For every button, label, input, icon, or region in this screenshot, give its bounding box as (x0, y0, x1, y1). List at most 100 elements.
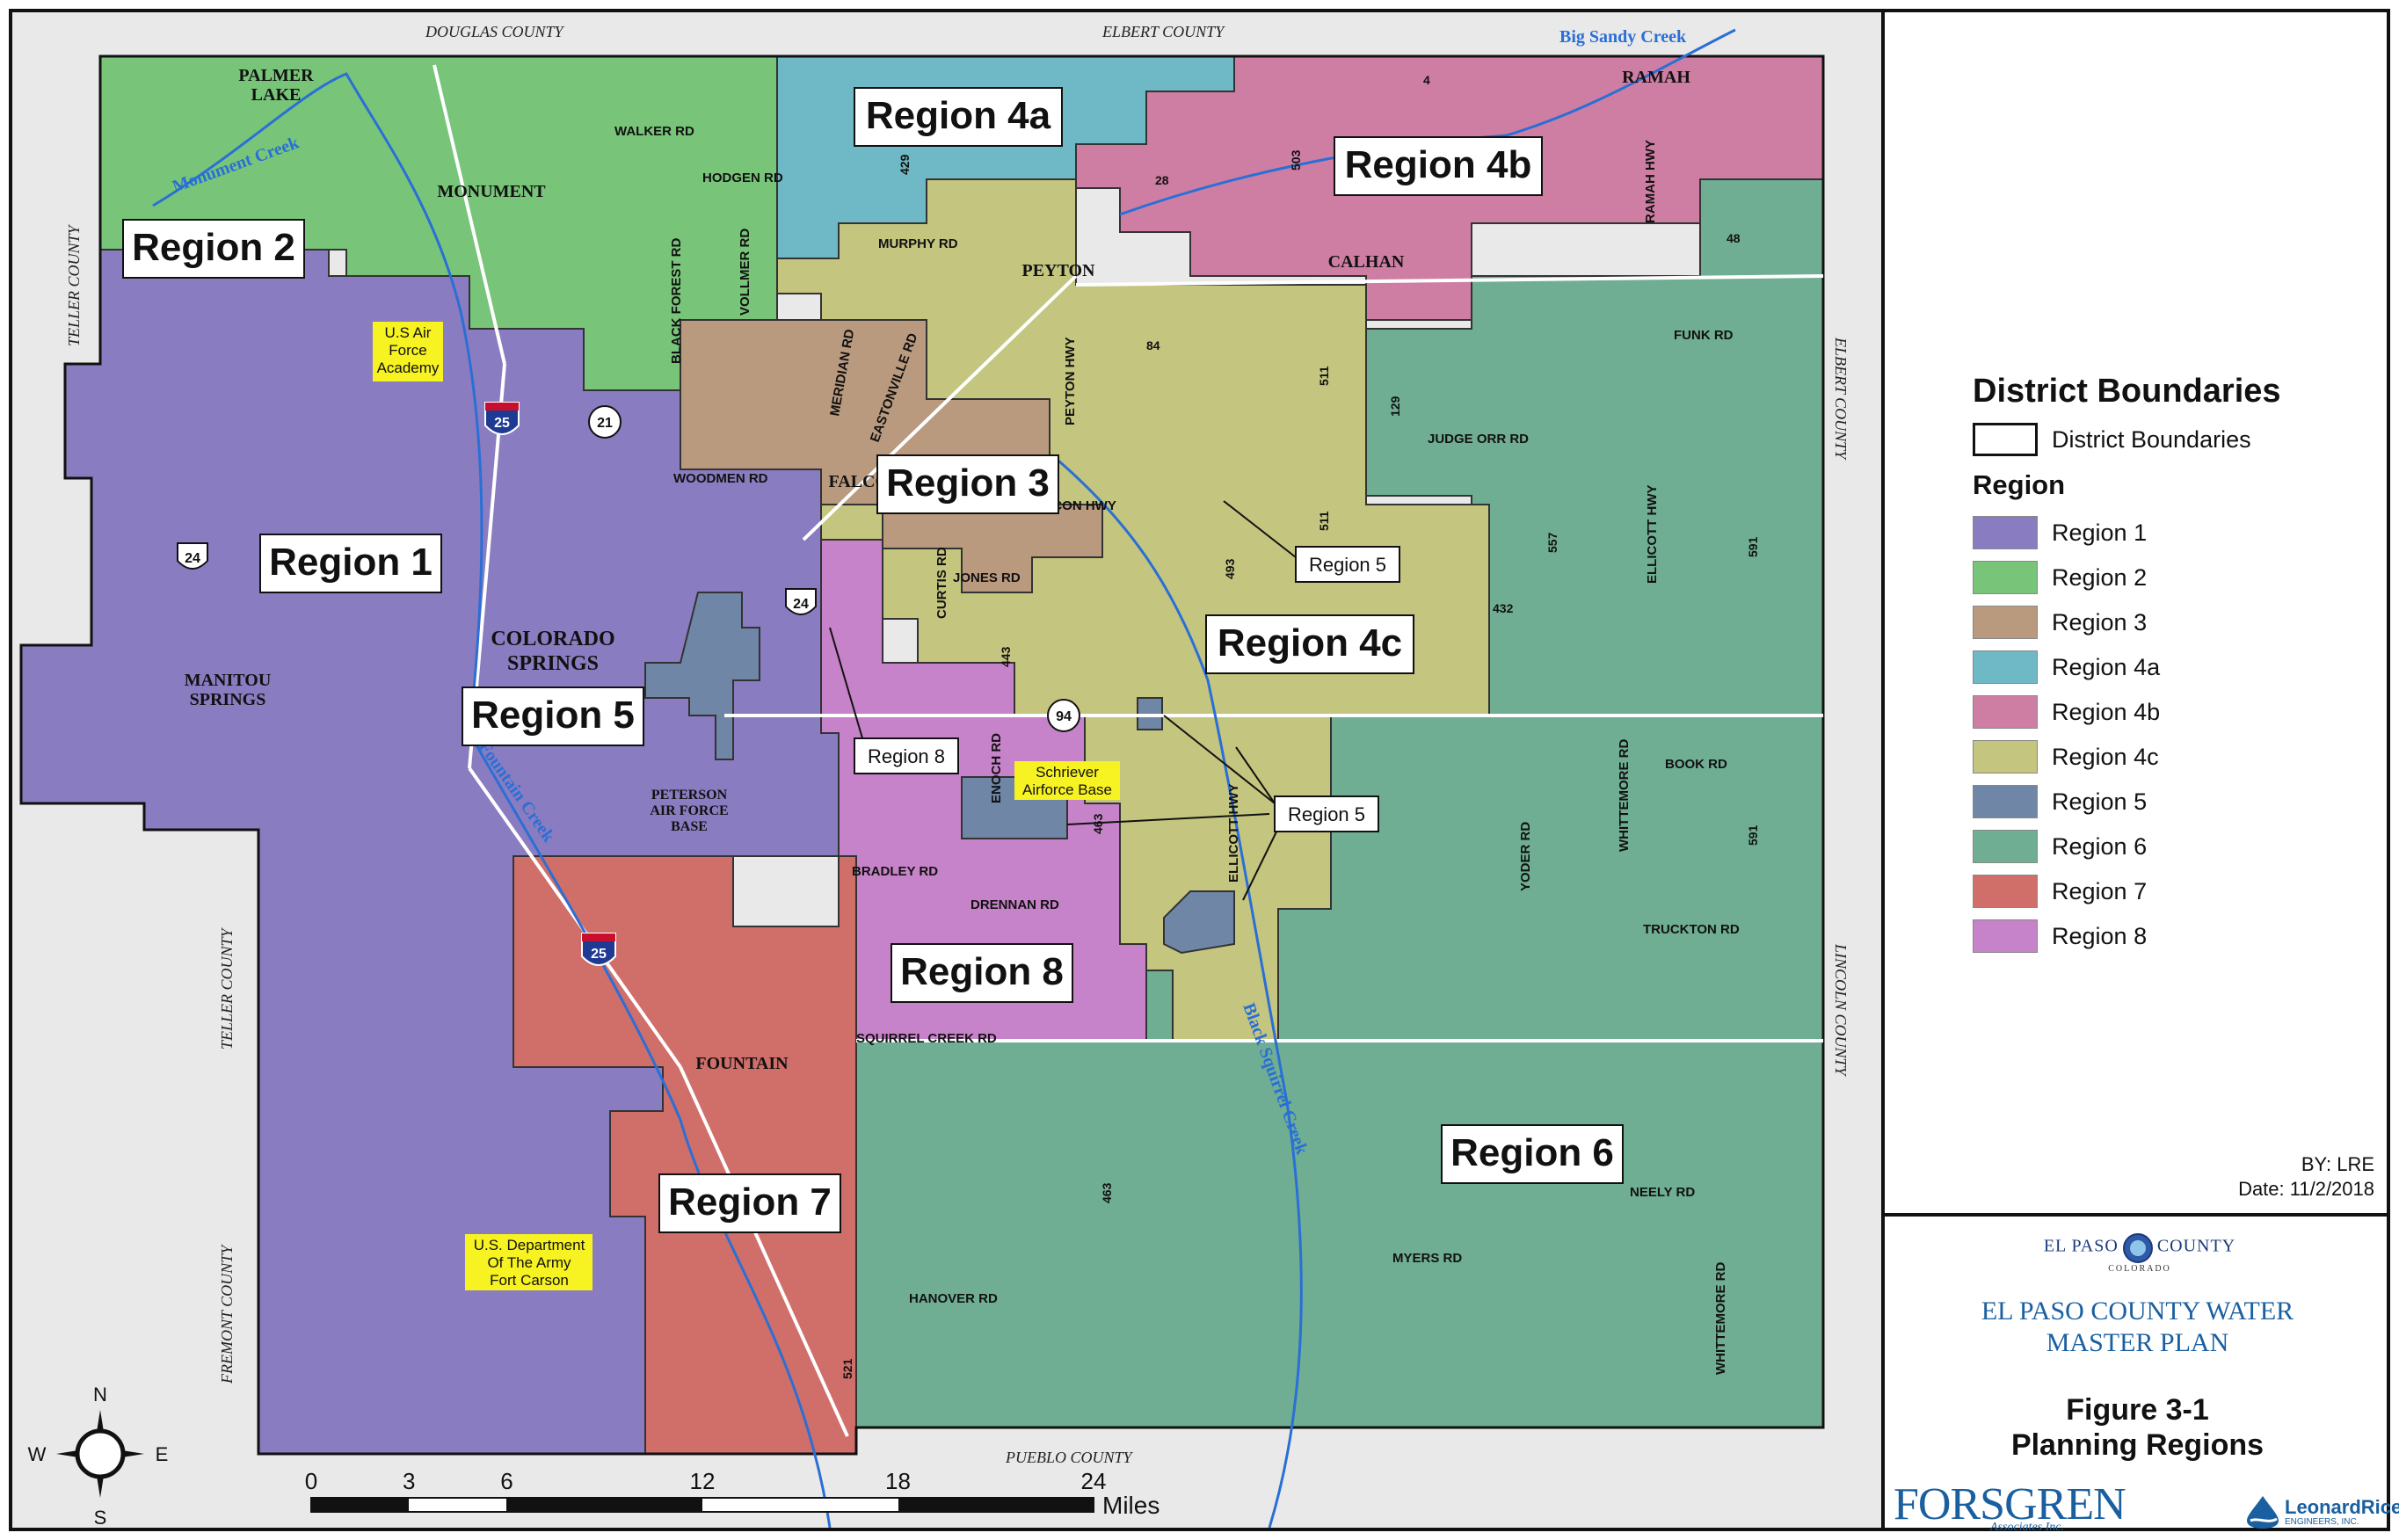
place-fountain: FOUNTAIN (695, 1054, 789, 1073)
county-label-pueblo: PUEBLO COUNTY (1005, 1449, 1134, 1466)
place-monument: MONUMENT (437, 182, 546, 201)
region-5-patch-ellicott (1163, 890, 1235, 955)
compass-rose: N S E W (28, 1384, 169, 1528)
road-whittemore-n: WHITTEMORE RD (1617, 739, 1632, 852)
forsgren-subtitle: Associates Inc. (1990, 1521, 2064, 1534)
map-area[interactable]: DOUGLAS COUNTY ELBERT COUNTY PUEBLO COUN… (12, 12, 1881, 1528)
shield-us24-east: 24 (785, 588, 817, 615)
county-seal-icon (2122, 1233, 2153, 1263)
compass-w: W (28, 1443, 47, 1465)
usafa-label-bg (373, 322, 443, 381)
svg-text:Region 5: Region 5 (1309, 554, 1386, 576)
legend-swatch (1973, 875, 2038, 908)
legend-row-district-boundaries: District Boundaries (1973, 422, 2251, 457)
county-label-fremont: FREMONT COUNTY (218, 1244, 236, 1384)
legend-swatch (1973, 561, 2038, 594)
svg-text:Region 8: Region 8 (900, 950, 1064, 993)
scale-tick-18: 18 (885, 1468, 911, 1494)
route-557: 557 (1545, 532, 1559, 553)
svg-text:25: 25 (591, 947, 607, 962)
callout-region-8-small: Region 8 (854, 737, 959, 774)
road-yoder: YODER RD (1518, 822, 1533, 891)
svg-text:Region 3: Region 3 (886, 461, 1050, 505)
compass-n: N (93, 1384, 107, 1406)
road-myers: MYERS RD (1392, 1251, 1462, 1266)
road-ellicott-hwy-s: ELLICOTT HWY (1226, 784, 1241, 883)
legend-swatch (1973, 785, 2038, 818)
road-ramah-hwy: RAMAH HWY (1643, 140, 1658, 223)
road-book: BOOK RD (1665, 757, 1727, 772)
road-hanover: HANOVER RD (909, 1291, 998, 1306)
county-label-teller-bottom: TELLER COUNTY (218, 926, 236, 1050)
schriever-label-bg (1014, 761, 1120, 800)
black-squirrel-creek-line (1058, 459, 1303, 1528)
legend-row-region-4c: Region 4c (1973, 739, 2159, 774)
scale-tick-3: 3 (403, 1468, 415, 1494)
legend-region-heading: Region (1973, 469, 2066, 500)
svg-text:94: 94 (1056, 709, 1072, 724)
scale-tick-0: 0 (305, 1468, 317, 1494)
leonard-rice-logo: LeonardRice (2285, 1496, 2399, 1518)
legend-row-region-7: Region 7 (1973, 874, 2147, 909)
region-5-patch-springs (644, 592, 760, 760)
compass-s: S (94, 1507, 107, 1528)
shield-i25-south: 25 (581, 933, 616, 966)
figure-title: Figure 3-1 Planning Regions (1885, 1392, 2390, 1463)
shield-i25-north: 25 (484, 402, 520, 435)
label-region-5-main: Region 5 (462, 686, 644, 746)
legend-label: Region 3 (2052, 608, 2148, 636)
leonard-rice-drop-icon (2247, 1496, 2279, 1529)
legend-panel: District Boundaries District Boundaries … (1881, 12, 2387, 1213)
road-curtis: CURTIS RD (934, 547, 949, 619)
big-sandy-creek-label: Big Sandy Creek (1559, 27, 1687, 47)
legend-row-region-4b: Region 4b (1973, 694, 2160, 730)
scale-unit: Miles (1102, 1492, 1160, 1519)
legend-swatch (1973, 830, 2038, 863)
legend-swatch (1973, 919, 2038, 953)
route-591a: 591 (1746, 536, 1760, 557)
scale-tick-6: 6 (500, 1468, 513, 1494)
route-511a: 511 (1317, 366, 1331, 386)
route-511b: 511 (1317, 511, 1331, 531)
legend-swatch-boundary (1973, 423, 2038, 456)
leonard-rice-subtitle: ENGINEERS, INC. (2285, 1517, 2359, 1527)
legend-swatch (1973, 695, 2038, 729)
road-neely: NEELY RD (1630, 1185, 1695, 1200)
road-drennan: DRENNAN RD (971, 897, 1059, 912)
county-label-lincoln: LINCOLN COUNTY (1832, 943, 1850, 1078)
legend-row-region-3: Region 3 (1973, 605, 2147, 640)
road-whittemore-s: WHITTEMORE RD (1713, 1262, 1728, 1375)
compass-e: E (156, 1443, 169, 1465)
legend-label: Region 5 (2052, 788, 2148, 815)
road-funk: FUNK RD (1674, 328, 1734, 343)
road-enoch: ENOCH RD (989, 733, 1004, 803)
county-boundary (19, 54, 1825, 1456)
place-peyton: PEYTON (1022, 261, 1096, 280)
figure-number: Figure 3-1 (2066, 1393, 2209, 1427)
road-murphy: MURPHY RD (878, 236, 958, 251)
county-label-elbert-side: ELBERT COUNTY (1832, 337, 1850, 461)
road-judge-orr: JUDGE ORR RD (1428, 432, 1529, 447)
el-paso-county-logo: EL PASO COUNTY COLORADO (2025, 1232, 2254, 1274)
shield-co94: 94 (1047, 699, 1080, 732)
route-521: 521 (840, 1358, 854, 1379)
legend-swatch (1973, 606, 2038, 639)
shield-co21: 21 (588, 405, 622, 439)
label-region-4a: Region 4a (854, 87, 1063, 147)
county-label-teller-top: TELLER COUNTY (65, 223, 83, 346)
place-calhan: CALHAN (1328, 252, 1405, 272)
legend-title: District Boundaries (1973, 373, 2281, 410)
road-walker: WALKER RD (614, 124, 694, 139)
callout-region-5-south: Region 5 (1274, 795, 1379, 832)
legend-label: Region 6 (2052, 832, 2148, 860)
legend-row-region-5: Region 5 (1973, 784, 2147, 819)
route-463b: 463 (1100, 1182, 1114, 1203)
legend-label: Region 7 (2052, 877, 2148, 904)
route-84: 84 (1146, 338, 1160, 352)
label-region-3: Region 3 (876, 454, 1059, 514)
road-peyton-hwy: PEYTON HWY (1063, 337, 1078, 425)
